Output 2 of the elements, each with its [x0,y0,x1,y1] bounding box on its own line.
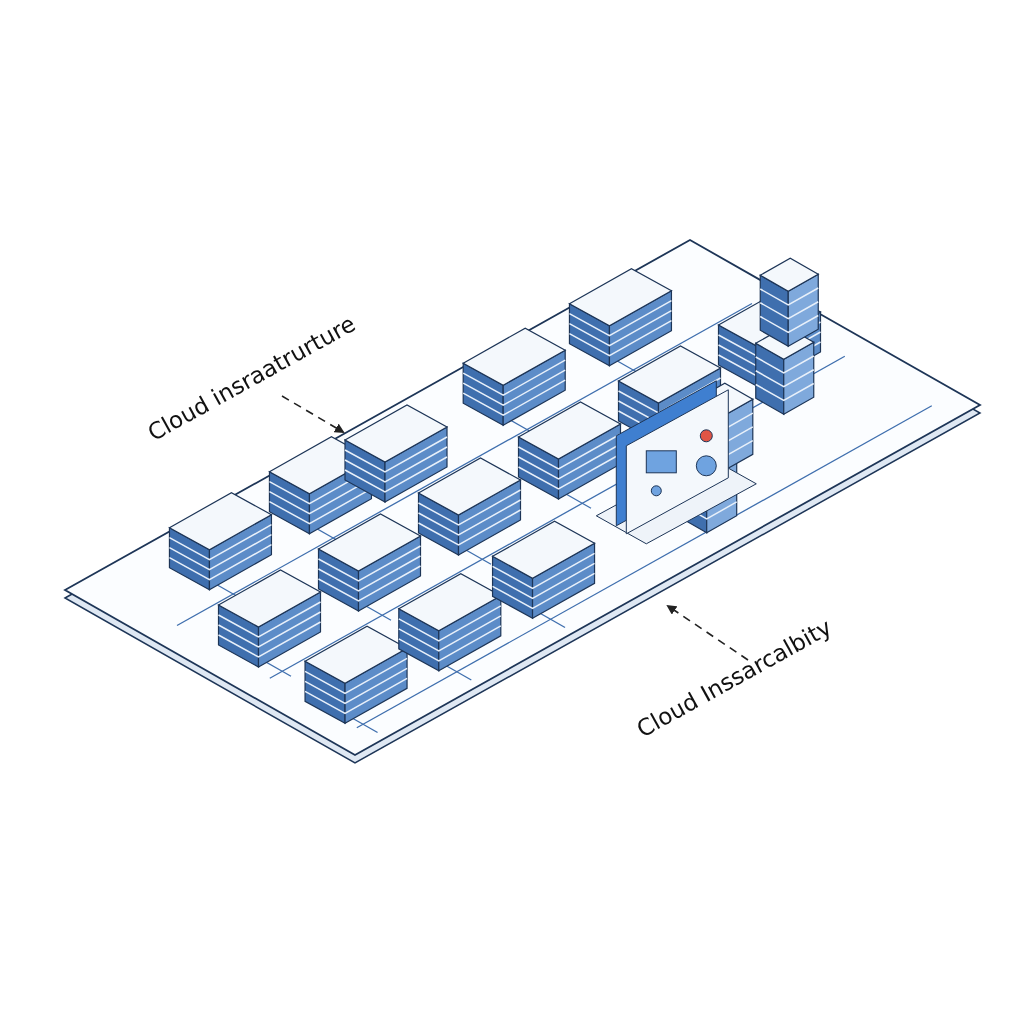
leader-arrow [281,395,345,433]
leader-arrow [666,604,749,661]
